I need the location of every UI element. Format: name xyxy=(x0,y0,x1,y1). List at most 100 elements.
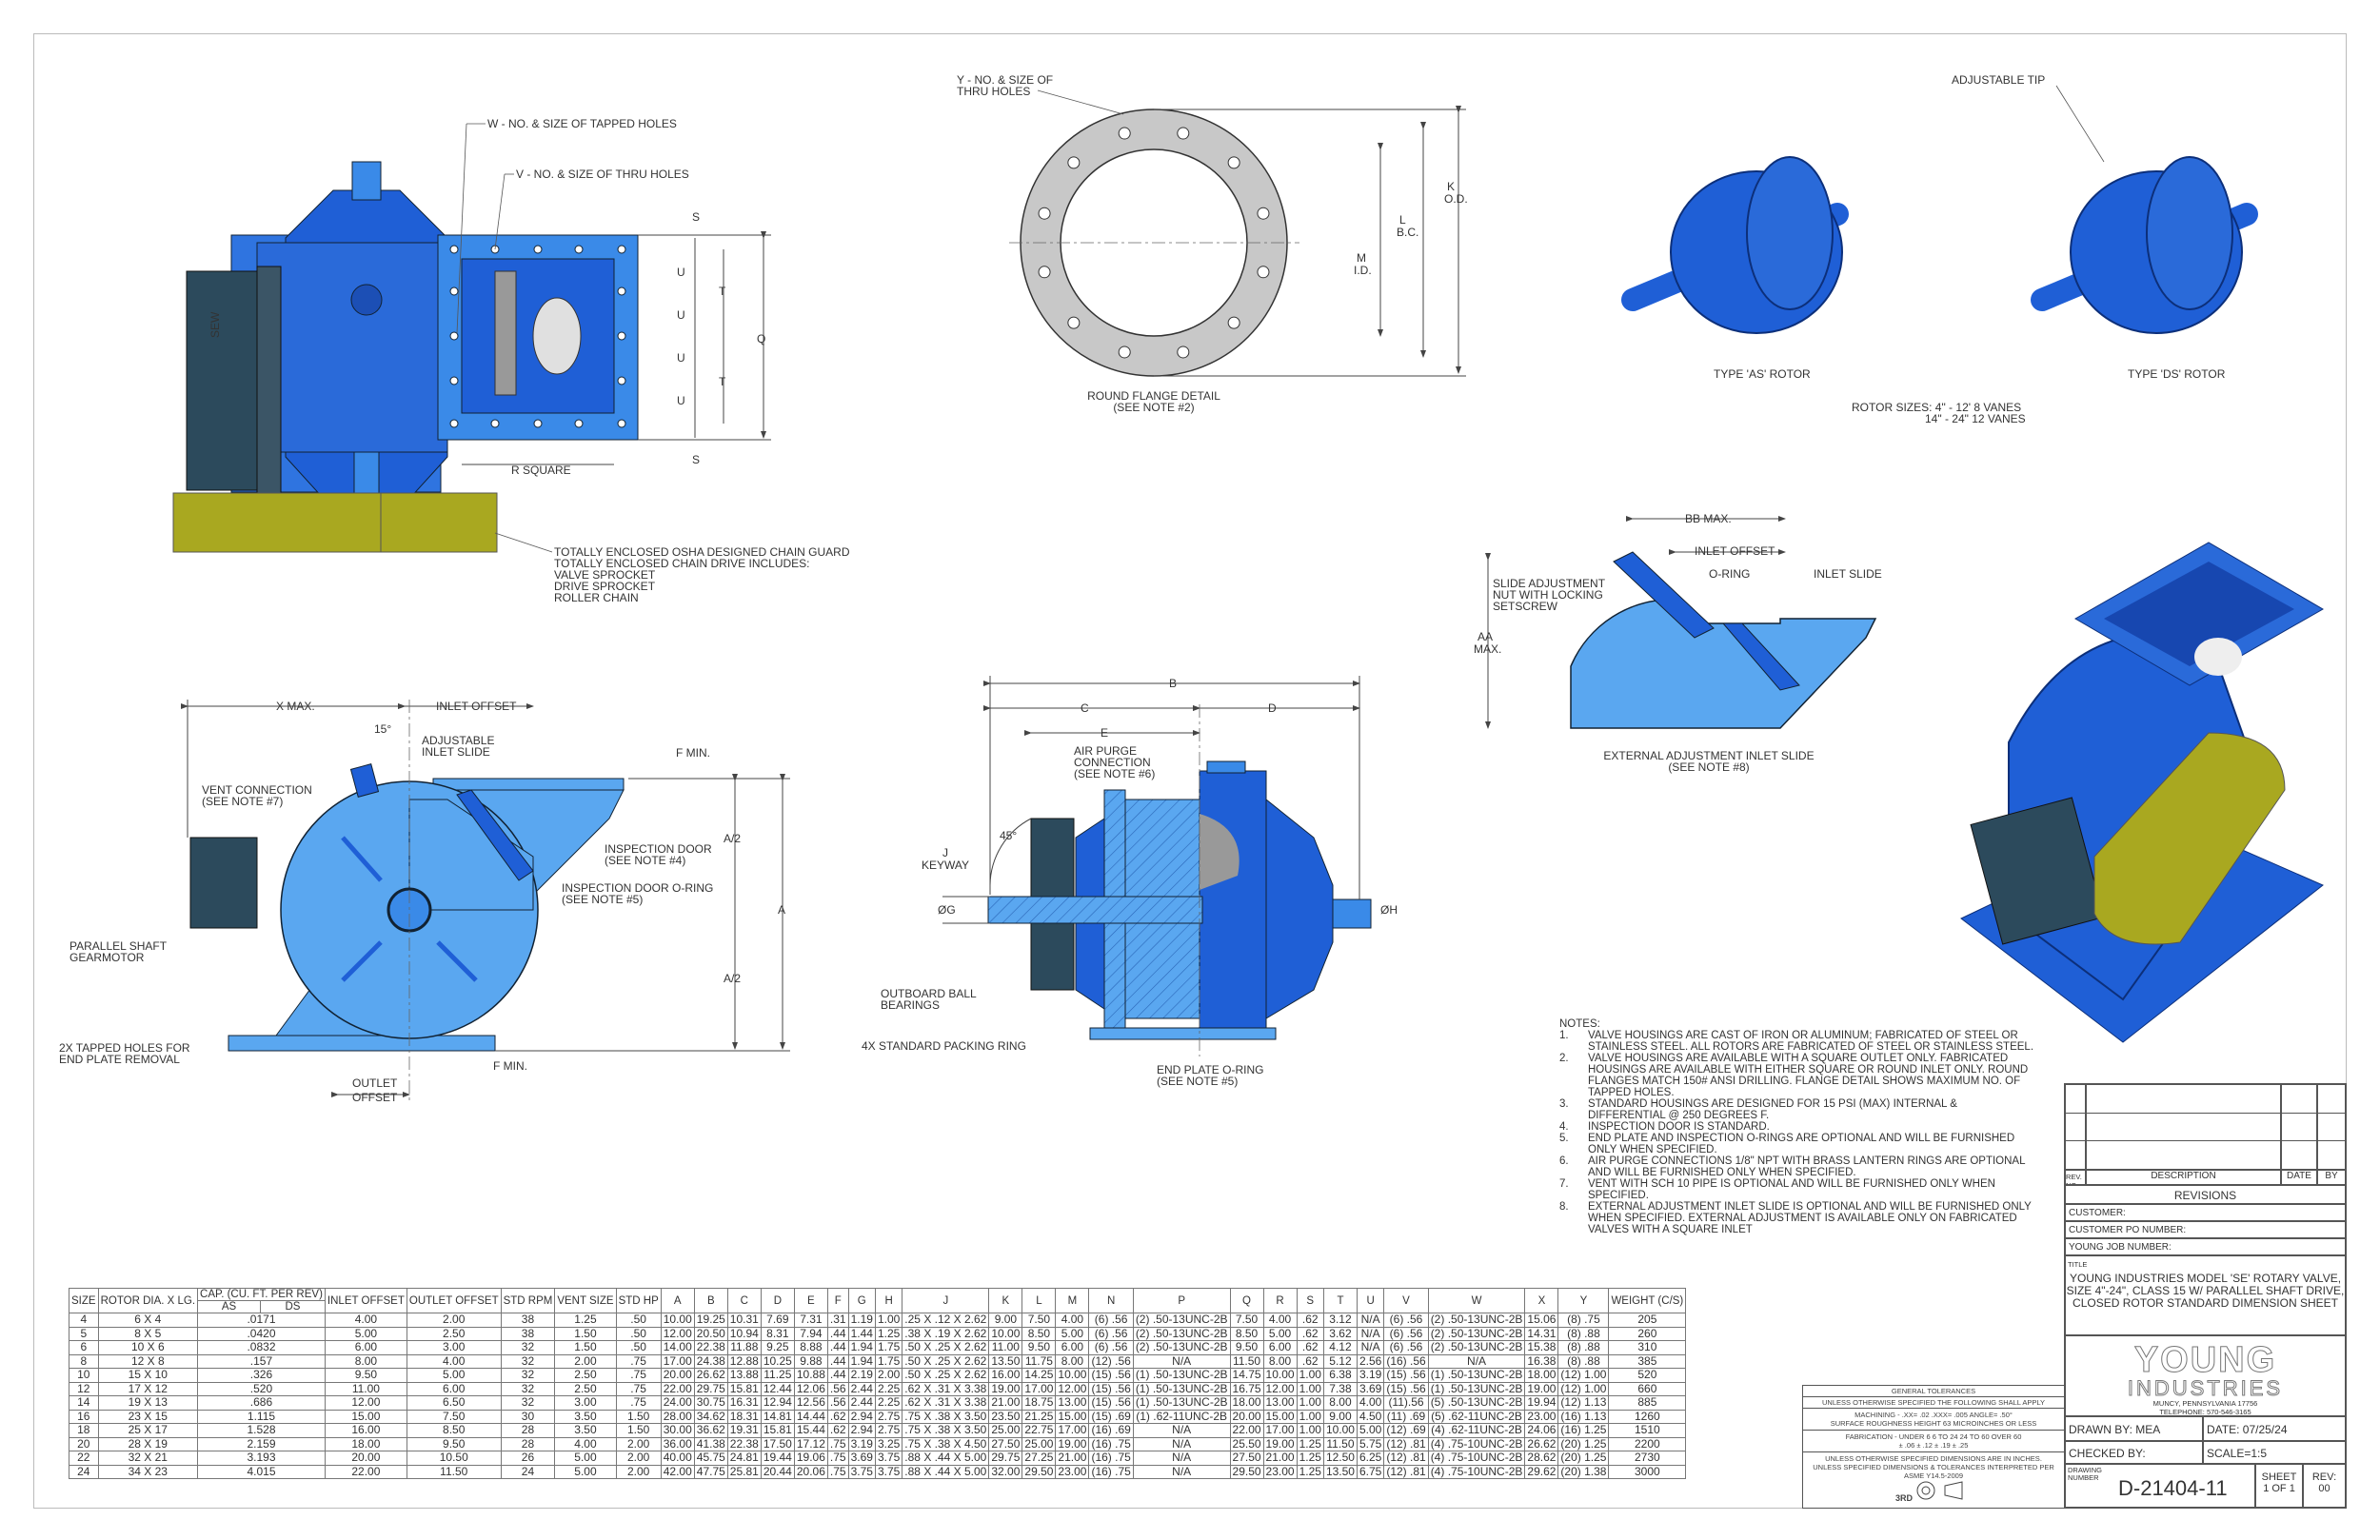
table-cell: 19.94 xyxy=(1524,1395,1559,1411)
table-cell: (15) .56 xyxy=(1088,1368,1134,1383)
flange-bolt-hole xyxy=(1257,207,1270,220)
table-cell: 1.94 xyxy=(847,1353,876,1369)
label-flange-holes: Y - NO. & SIZE OF xyxy=(957,73,1053,87)
table-cell: N/A xyxy=(1132,1464,1231,1479)
label-end-oring: END PLATE O-RING xyxy=(1157,1063,1263,1076)
drawing-number-label: DRAWING NUMBER xyxy=(2068,1466,2102,1482)
external-slide-view: BB MAX. INLET OFFSET O-RING INLET SLIDE … xyxy=(1474,512,1882,774)
table-cell: 28 xyxy=(500,1436,556,1451)
note-text: VENT WITH SCH 10 PIPE IS OPTIONAL AND WI… xyxy=(1588,1178,1995,1201)
side-view: X MAX. INLET OFFSET 15° ADJUSTABLE INLET… xyxy=(59,700,790,1104)
table-cell: 1.115 xyxy=(197,1409,326,1424)
table-cell: 3.69 xyxy=(847,1451,876,1466)
dim-h: ØH xyxy=(1380,903,1398,917)
table-cell: 2.50 xyxy=(554,1381,617,1396)
flange-bolt-hole xyxy=(1227,156,1240,169)
table-cell: 11.25 xyxy=(760,1368,795,1383)
label-tapped-holes: 2X TAPPED HOLES FOR xyxy=(59,1041,190,1055)
table-cell: (16) .56 xyxy=(1383,1353,1429,1369)
table-cell: 660 xyxy=(1608,1381,1687,1396)
table-cell: 23.00 xyxy=(1524,1409,1559,1424)
table-cell: 1.25 xyxy=(1296,1436,1324,1451)
note-item: 3.STANDARD HOUSINGS ARE DESIGNED FOR 15 … xyxy=(1559,1098,2035,1121)
table-cell: 27.25 xyxy=(1021,1451,1057,1466)
table-cell: 6.00 xyxy=(1055,1340,1090,1355)
table-cell: 15.38 xyxy=(1524,1340,1559,1355)
note-item: 1.VALVE HOUSINGS ARE CAST OF IRON OR ALU… xyxy=(1559,1030,2035,1053)
label-adjustable-slide: INLET SLIDE xyxy=(422,745,490,759)
table-cell: 19 X 13 xyxy=(97,1395,199,1411)
label-inlet-slide: INLET SLIDE xyxy=(1814,567,1882,581)
table-cell: 10.00 xyxy=(1322,1423,1358,1438)
table-cell: .686 xyxy=(197,1395,326,1411)
table-cell: 19.00 xyxy=(1262,1436,1298,1451)
table-cell: 3.69 xyxy=(1356,1381,1385,1396)
table-cell: 18.00 xyxy=(1524,1368,1559,1383)
checked-by: CHECKED BY: xyxy=(2065,1441,2203,1464)
table-cell: 10.00 xyxy=(988,1326,1023,1341)
table-cell: 8.00 xyxy=(1322,1395,1358,1411)
col-header: INLET OFFSET xyxy=(324,1288,407,1313)
table-cell: 28.62 xyxy=(1524,1451,1559,1466)
table-cell: 29.62 xyxy=(1524,1464,1559,1479)
flange-bolt-hole xyxy=(1118,127,1131,140)
drawing-title: YOUNG INDUSTRIES MODEL 'SE' ROTARY VALVE… xyxy=(2069,1272,2342,1285)
col-header: E xyxy=(793,1288,828,1313)
table-cell: 11.00 xyxy=(988,1340,1023,1355)
drawing-title: SIZE 4"-24", CLASS 15 W/ PARALLEL SHAFT … xyxy=(2066,1284,2345,1297)
table-cell: (16) .75 xyxy=(1088,1451,1134,1466)
table-cell: 19.25 xyxy=(693,1313,728,1328)
svg-text:ROLLER CHAIN: ROLLER CHAIN xyxy=(554,591,639,604)
table-cell: 20.06 xyxy=(793,1464,828,1479)
note-item: 5.END PLATE AND INSPECTION O-RINGS ARE O… xyxy=(1559,1133,2035,1155)
table-cell: 3000 xyxy=(1608,1464,1687,1479)
table-cell: 29.75 xyxy=(693,1381,728,1396)
table-cell: 3.19 xyxy=(1356,1368,1385,1383)
table-cell: 21.00 xyxy=(988,1395,1023,1411)
table-cell: 42.00 xyxy=(660,1464,695,1479)
table-cell: 2.00 xyxy=(615,1436,662,1451)
note-text: VALVE HOUSINGS ARE CAST OF IRON OR ALUMI… xyxy=(1588,1030,2034,1053)
table-cell: 24.06 xyxy=(1524,1423,1559,1438)
table-cell: 12.56 xyxy=(793,1395,828,1411)
table-cell: 1.528 xyxy=(197,1423,326,1438)
col-header: L xyxy=(1021,1288,1057,1313)
table-cell: 1.50 xyxy=(615,1423,662,1438)
note-item: 4.INSPECTION DOOR IS STANDARD. xyxy=(1559,1121,2035,1133)
dim-k: K xyxy=(1447,180,1455,193)
col-size: SIZE xyxy=(69,1288,99,1313)
table-cell: 17.12 xyxy=(793,1436,828,1451)
table-cell: 7.50 xyxy=(1229,1313,1264,1328)
rev-value: 00 xyxy=(2318,1483,2330,1494)
table-cell: 19.44 xyxy=(760,1451,795,1466)
col-header: A xyxy=(660,1288,695,1313)
table-cell: 12.88 xyxy=(726,1353,762,1369)
table-cell: 1.94 xyxy=(847,1340,876,1355)
label-adjustable-slide: ADJUSTABLE xyxy=(422,734,494,747)
rotor-as: TYPE 'AS' ROTOR xyxy=(1621,156,1849,381)
table-cell: 3.00 xyxy=(554,1395,617,1411)
flange-bolt-hole xyxy=(1067,316,1081,329)
table-cell: (8) .88 xyxy=(1557,1340,1610,1355)
rotor-sizes: 14" - 24" 12 VANES xyxy=(1925,412,2026,425)
table-cell: 12.06 xyxy=(793,1381,828,1396)
table-cell: 16.38 xyxy=(1524,1353,1559,1369)
table-cell: 11.50 xyxy=(1322,1436,1358,1451)
table-cell: 17 X 12 xyxy=(97,1381,199,1396)
table-cell: 1510 xyxy=(1608,1423,1687,1438)
logo-industries: INDUSTRIES xyxy=(2127,1376,2284,1400)
tol-fab-values: ± .06 ± .12 ± .19 ± .25 xyxy=(1898,1441,1969,1450)
table-cell: 2.00 xyxy=(615,1451,662,1466)
table-cell: .75 xyxy=(615,1368,662,1383)
table-cell: .44 xyxy=(826,1340,849,1355)
note-number: 3. xyxy=(1559,1098,1569,1110)
table-cell: 8 xyxy=(69,1353,99,1369)
table-cell: 3.25 xyxy=(874,1436,903,1451)
flange-bolt-hole xyxy=(1038,207,1051,220)
table-cell: (6) .56 xyxy=(1383,1313,1429,1328)
table-cell: (2) .50-13UNC-2B xyxy=(1427,1326,1526,1341)
table-cell: 24.81 xyxy=(726,1451,762,1466)
